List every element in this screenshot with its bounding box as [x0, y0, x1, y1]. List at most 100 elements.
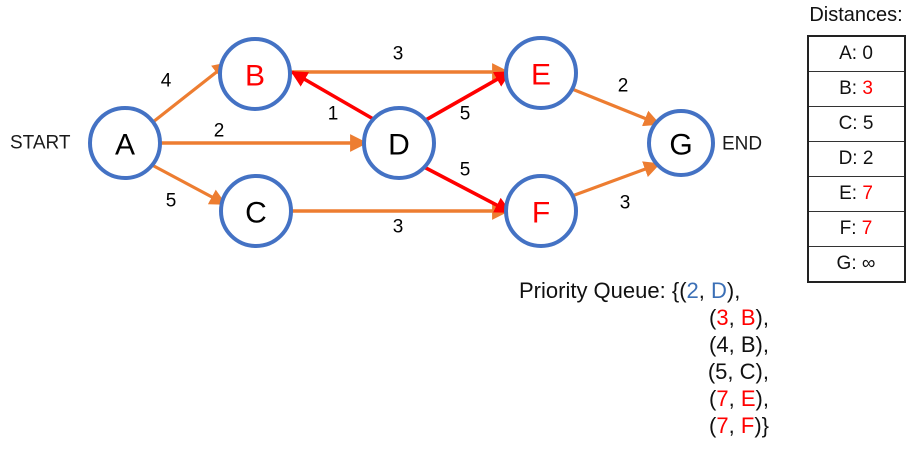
edge-d-b-highlight	[290, 70, 376, 122]
distance-row: D: 2	[808, 142, 904, 177]
node-a-label: A	[115, 129, 135, 162]
start-label: START	[10, 133, 71, 154]
distance-row: B: 3	[808, 72, 904, 107]
distances-panel: Distances: A: 0 B: 3 C: 5 D: 2 E: 7	[800, 4, 912, 283]
priority-queue-label: Priority Queue: {	[519, 278, 680, 303]
distance-value: ∞	[861, 253, 876, 274]
node-f-circle[interactable]	[504, 174, 578, 248]
priority-queue-line: (3, B),	[519, 304, 809, 331]
pq-dist-1: 3	[716, 305, 729, 330]
distance-value: 0	[862, 43, 873, 64]
priority-queue: Priority Queue: {(2, D), (3, B), (4, B),…	[519, 277, 809, 439]
priority-queue-line: (5, C),	[519, 358, 809, 385]
edge-weight-group: 4 2 5 1 3 5 5 3 2 3	[161, 44, 631, 238]
node-b[interactable]: B	[218, 37, 292, 111]
node-d-label: D	[388, 129, 410, 162]
pq-sep-3: ,	[727, 359, 740, 384]
node-c-circle[interactable]	[219, 174, 293, 248]
node-b-circle[interactable]	[218, 37, 292, 111]
pq-sep-0: ,	[698, 278, 711, 303]
distance-row: A: 0	[808, 37, 904, 72]
distance-value: 3	[862, 78, 873, 99]
pq-dist-2: 4	[716, 332, 729, 357]
node-e-circle[interactable]	[504, 36, 578, 110]
distances-title: Distances:	[809, 4, 903, 26]
pq-close-1: ),	[755, 305, 769, 330]
edge-weight-a-d: 2	[214, 121, 225, 142]
node-g[interactable]: G	[647, 109, 715, 177]
pq-node-2: B	[740, 332, 756, 357]
pq-close-2: ),	[755, 332, 769, 357]
distance-key: F:	[839, 218, 857, 239]
pq-dist-0: 2	[686, 278, 699, 303]
pq-sep-4: ,	[728, 386, 741, 411]
distances-table: A: 0 B: 3 C: 5 D: 2 E: 7 F: 7	[806, 35, 906, 283]
pq-open-0: (	[679, 278, 687, 303]
node-d-circle[interactable]	[362, 106, 436, 180]
end-label: END	[722, 134, 762, 155]
node-f[interactable]: F	[504, 174, 578, 248]
priority-queue-line: (7, F)}	[519, 412, 809, 439]
edge-weight-d-e: 5	[460, 104, 471, 125]
distance-row: C: 5	[808, 107, 904, 142]
node-e-label: E	[531, 59, 551, 92]
pq-node-0: D	[711, 278, 727, 303]
edge-d-f-highlight	[423, 165, 512, 214]
node-a[interactable]: A	[88, 106, 162, 180]
distance-row: F: 7	[808, 212, 904, 247]
node-a-circle[interactable]	[88, 106, 162, 180]
edge-f-g	[571, 161, 661, 198]
pq-open-3: (	[707, 359, 716, 384]
pq-node-1: B	[740, 305, 756, 330]
edge-weight-c-f: 3	[393, 217, 404, 238]
distance-value: 7	[862, 183, 873, 204]
node-d[interactable]: D	[362, 106, 436, 180]
edge-e-g	[571, 87, 661, 127]
priority-queue-line: (4, B),	[519, 331, 809, 358]
edge-weight-a-c: 5	[166, 191, 177, 212]
pq-open-4: (	[709, 386, 717, 411]
pq-node-3: C	[739, 359, 756, 384]
pq-open-5: (	[709, 413, 717, 438]
distance-value: 7	[861, 218, 873, 239]
edge-weight-a-b: 4	[161, 71, 172, 92]
pq-sep-2: ,	[728, 332, 741, 357]
distance-row: G: ∞	[809, 247, 904, 281]
edge-weight-b-e: 3	[393, 44, 404, 65]
distance-key: E:	[839, 183, 858, 204]
node-e[interactable]: E	[504, 36, 578, 110]
pq-dist-3: 5	[715, 359, 728, 384]
node-g-circle[interactable]	[647, 109, 715, 177]
pq-open-2: (	[709, 332, 717, 357]
edge-weight-e-g: 2	[618, 76, 629, 97]
edge-weight-d-f: 5	[460, 160, 471, 181]
distance-value: 5	[862, 113, 874, 134]
edge-weight-d-b: 1	[328, 104, 339, 125]
pq-dist-4: 7	[716, 386, 729, 411]
priority-queue-line: Priority Queue: {(2, D),	[519, 277, 809, 304]
pq-close-4: ),	[755, 386, 769, 411]
pq-sep-5: ,	[728, 413, 741, 438]
distance-key: G:	[836, 253, 857, 274]
distance-key: D:	[838, 148, 858, 169]
distance-row: E: 7	[808, 177, 904, 212]
pq-close-0: ),	[726, 278, 741, 303]
edge-weight-f-g: 3	[620, 193, 631, 214]
edge-a-c	[151, 163, 227, 206]
distance-value: 2	[862, 148, 874, 169]
pq-close-5: )}	[754, 413, 769, 438]
distance-key: C:	[838, 113, 858, 134]
pq-close-3: ),	[755, 359, 769, 384]
pq-sep-1: ,	[728, 305, 741, 330]
distance-key: B:	[839, 78, 858, 99]
edge-group	[151, 61, 661, 220]
node-group: A B C D E F G	[88, 36, 715, 248]
node-f-label: F	[532, 197, 550, 230]
node-c[interactable]: C	[219, 174, 293, 248]
distance-key: A:	[839, 43, 858, 64]
edge-d-e-highlight	[423, 70, 512, 123]
pq-node-5: F	[740, 413, 755, 438]
node-b-label: B	[245, 60, 265, 93]
